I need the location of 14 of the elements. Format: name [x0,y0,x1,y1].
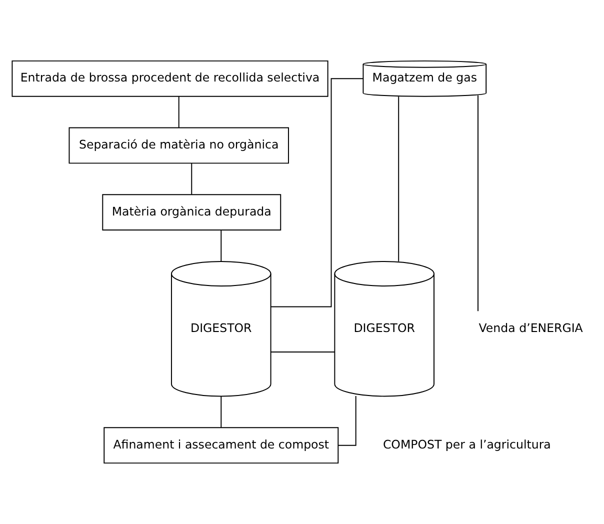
connector [270,351,335,352]
connector [178,96,180,128]
connector [220,396,222,428]
node-box: Separació de matèria no orgànica [68,127,289,164]
connector [191,162,192,195]
label: COMPOST per a l’agricultura [382,437,551,452]
node-text: Venda d’ENERGIA [478,320,583,335]
node-box: Matèria orgànica depurada [102,194,282,231]
node-box: Entrada de brossa procedent de recollida selectiva [12,60,328,97]
connector [220,230,222,262]
connector [270,78,364,308]
connector [398,96,400,262]
connector [338,395,356,446]
node-box: Afinament i assecament de compost [104,427,339,464]
